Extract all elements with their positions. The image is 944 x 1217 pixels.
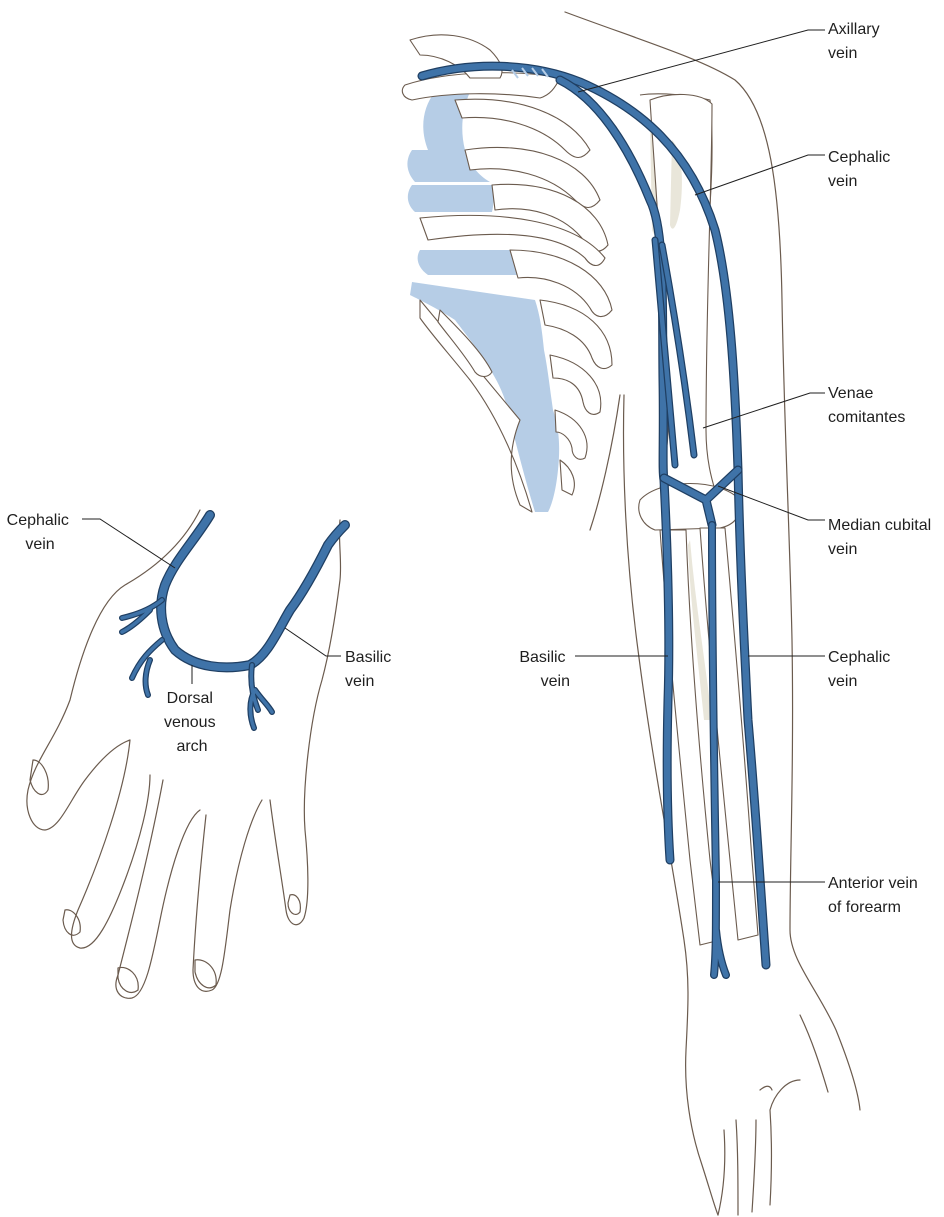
label-cephalic-vein-upper: Cephalic vein bbox=[828, 149, 895, 190]
label-axillary-vein: Axillary vein bbox=[828, 21, 884, 62]
arm-figure bbox=[402, 12, 860, 1215]
dorsal-venous-arch bbox=[161, 515, 345, 667]
label-venae-comitantes: Venae comitantes bbox=[828, 385, 905, 426]
hand-veins bbox=[122, 515, 345, 728]
label-hand-basilic-vein: Basilic vein bbox=[345, 649, 396, 690]
label-dorsal-venous-arch: Dorsal venous arch bbox=[164, 690, 220, 755]
label-median-cubital-vein: Median cubital vein bbox=[828, 517, 936, 558]
label-hand-cephalic-vein: Cephalic vein bbox=[7, 512, 74, 553]
label-basilic-vein-forearm: Basilic vein bbox=[519, 649, 570, 690]
label-cephalic-vein-forearm: Cephalic vein bbox=[828, 649, 895, 690]
label-anterior-vein-of-forearm: Anterior vein of forearm bbox=[828, 875, 922, 916]
